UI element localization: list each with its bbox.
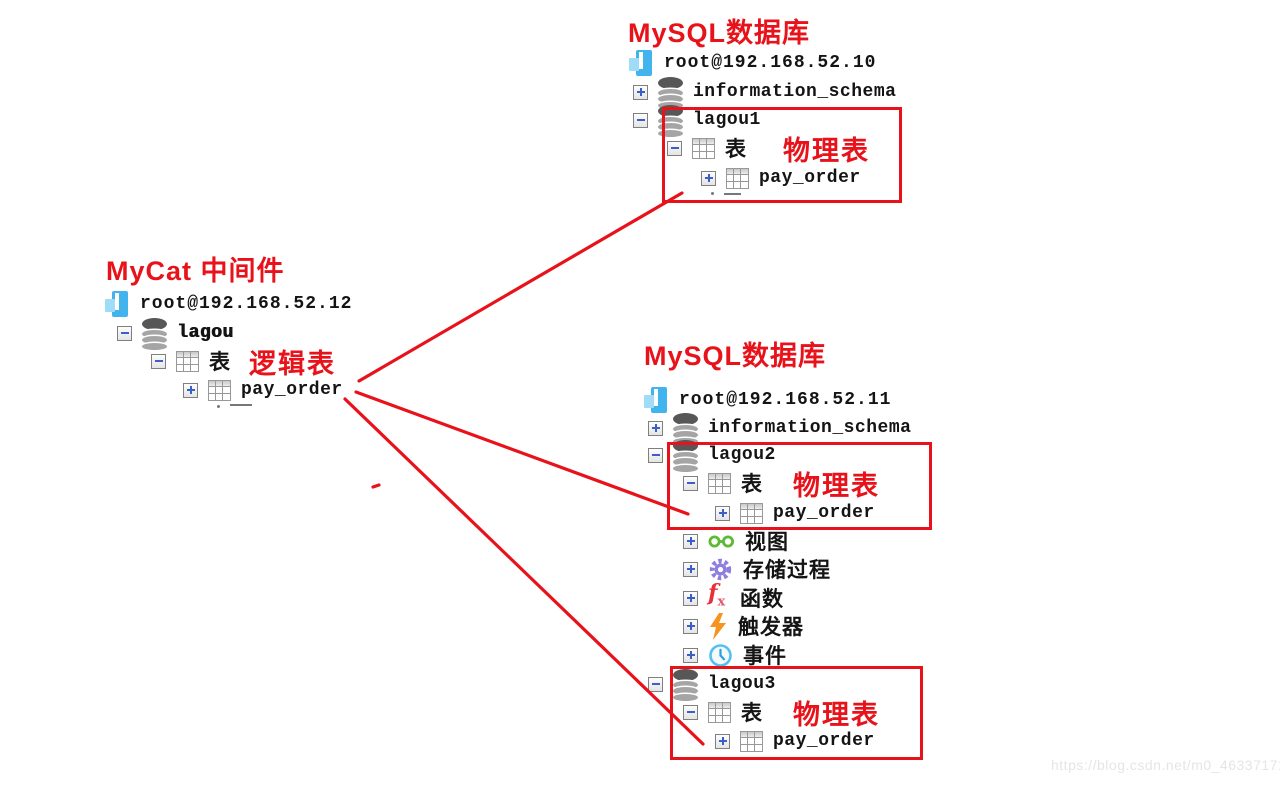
cropped-text-artifact bbox=[724, 193, 741, 195]
collapse-icon[interactable] bbox=[117, 325, 132, 341]
database-icon bbox=[658, 76, 683, 109]
database-icon bbox=[142, 317, 167, 350]
collapse-icon[interactable] bbox=[648, 676, 663, 692]
table-label: pay_order bbox=[773, 731, 875, 751]
tree-node-triggers[interactable]: 触发器 bbox=[683, 611, 804, 641]
database-label: information_schema bbox=[708, 418, 912, 438]
table-folder-icon bbox=[708, 701, 731, 723]
cropped-text-artifact bbox=[711, 192, 714, 195]
annotation-physical-table: 物理表 bbox=[793, 470, 880, 501]
expand-icon[interactable] bbox=[683, 618, 698, 634]
tree-node-tables-mycat[interactable]: 表 逻辑表 bbox=[151, 346, 336, 379]
section-title-mysql-top: MySQL数据库 bbox=[628, 18, 811, 48]
expand-icon[interactable] bbox=[633, 84, 648, 100]
table-icon bbox=[208, 379, 231, 401]
expand-icon[interactable] bbox=[183, 382, 198, 398]
tree-node-connection-52-11[interactable]: root@192.168.52.11 bbox=[644, 385, 891, 415]
cropped-text-artifact bbox=[230, 404, 252, 406]
connector-line-to-lagou1 bbox=[357, 191, 684, 383]
tree-node-views[interactable]: 视图 bbox=[683, 526, 789, 556]
collapse-icon[interactable] bbox=[633, 112, 648, 128]
tree-node-lagou1[interactable]: lagou1 bbox=[633, 104, 761, 137]
collapse-icon[interactable] bbox=[683, 475, 698, 491]
tables-label: 表 bbox=[741, 702, 763, 725]
expand-icon[interactable] bbox=[683, 590, 698, 606]
functions-label: 函数 bbox=[740, 588, 784, 611]
table-label: pay_order bbox=[759, 168, 861, 188]
database-icon bbox=[673, 439, 698, 472]
table-label: pay_order bbox=[773, 503, 875, 523]
tree-node-pay-order-lagou2[interactable]: pay_order bbox=[715, 498, 875, 528]
database-label: information_schema bbox=[693, 82, 897, 102]
expand-icon[interactable] bbox=[648, 420, 663, 436]
tree-node-tables-lagou2[interactable]: 表 物理表 bbox=[683, 468, 880, 501]
events-label: 事件 bbox=[743, 645, 787, 668]
collapse-icon[interactable] bbox=[648, 447, 663, 463]
connection-label: root@192.168.52.12 bbox=[140, 294, 353, 314]
expand-icon[interactable] bbox=[701, 170, 716, 186]
table-icon bbox=[740, 730, 763, 752]
connection-label: root@192.168.52.10 bbox=[664, 53, 877, 73]
tree-node-pay-order-top[interactable]: pay_order bbox=[701, 163, 861, 193]
watermark-text: https://blog.csdn.net/m0_46337171 bbox=[1051, 757, 1280, 773]
database-label: lagou bbox=[177, 323, 234, 343]
section-title-mycat: MyCat 中间件 bbox=[106, 256, 285, 286]
connector-line-to-lagou2 bbox=[354, 390, 690, 516]
views-glasses-icon bbox=[708, 535, 734, 547]
stray-red-mark bbox=[371, 483, 381, 489]
trigger-lightning-icon bbox=[710, 612, 726, 640]
table-label: pay_order bbox=[241, 380, 343, 400]
connection-label: root@192.168.52.11 bbox=[679, 390, 892, 410]
tree-node-information-schema-top[interactable]: information_schema bbox=[633, 76, 897, 109]
table-icon bbox=[740, 502, 763, 524]
collapse-icon[interactable] bbox=[151, 353, 166, 369]
tree-node-pay-order-mycat[interactable]: pay_order bbox=[183, 375, 343, 405]
tree-node-events[interactable]: 事件 bbox=[683, 640, 787, 670]
tree-node-pay-order-lagou3[interactable]: pay_order bbox=[715, 726, 875, 756]
tables-label: 表 bbox=[741, 473, 763, 496]
table-folder-icon bbox=[176, 350, 199, 372]
database-icon bbox=[658, 104, 683, 137]
connection-icon bbox=[644, 386, 669, 414]
tree-node-information-schema-mid[interactable]: information_schema bbox=[648, 412, 912, 445]
database-label: lagou2 bbox=[708, 445, 776, 465]
tree-node-connection-52-10[interactable]: root@192.168.52.10 bbox=[629, 48, 876, 78]
stored-procedure-gear-icon bbox=[709, 558, 732, 580]
tree-node-lagou2[interactable]: lagou2 bbox=[648, 439, 776, 472]
table-folder-icon bbox=[692, 137, 715, 159]
table-icon bbox=[726, 167, 749, 189]
expand-icon[interactable] bbox=[683, 647, 698, 663]
annotation-physical-table: 物理表 bbox=[783, 135, 870, 166]
tables-label: 表 bbox=[725, 138, 747, 161]
tables-label: 表 bbox=[209, 351, 231, 374]
tree-node-lagou3[interactable]: lagou3 bbox=[648, 668, 776, 701]
triggers-label: 触发器 bbox=[738, 616, 804, 639]
tree-node-connection-52-12[interactable]: root@192.168.52.12 bbox=[105, 289, 352, 319]
views-label: 视图 bbox=[745, 531, 789, 554]
expand-icon[interactable] bbox=[683, 561, 698, 577]
procedures-label: 存储过程 bbox=[743, 559, 831, 582]
database-icon bbox=[673, 668, 698, 701]
table-folder-icon bbox=[708, 472, 731, 494]
event-clock-icon bbox=[709, 643, 732, 667]
function-fx-icon: fx bbox=[708, 580, 726, 610]
expand-icon[interactable] bbox=[683, 533, 698, 549]
cropped-text-artifact bbox=[217, 405, 220, 408]
section-title-mysql-mid: MySQL数据库 bbox=[644, 341, 827, 371]
tree-node-functions[interactable]: fx 函数 bbox=[683, 580, 784, 613]
collapse-icon[interactable] bbox=[683, 704, 698, 720]
expand-icon[interactable] bbox=[715, 505, 730, 521]
annotation-logical-table: 逻辑表 bbox=[249, 348, 336, 379]
annotation-physical-table: 物理表 bbox=[793, 699, 880, 730]
tree-node-procedures[interactable]: 存储过程 bbox=[683, 554, 831, 584]
collapse-icon[interactable] bbox=[667, 140, 682, 156]
tree-node-lagou[interactable]: lagou bbox=[117, 317, 234, 350]
database-label: lagou1 bbox=[693, 110, 761, 130]
database-label: lagou3 bbox=[708, 674, 776, 694]
tree-node-tables-lagou3[interactable]: 表 物理表 bbox=[683, 697, 880, 730]
connection-icon bbox=[629, 49, 654, 77]
tree-node-tables-top[interactable]: 表 物理表 bbox=[667, 133, 870, 166]
connection-icon bbox=[105, 290, 130, 318]
expand-icon[interactable] bbox=[715, 733, 730, 749]
